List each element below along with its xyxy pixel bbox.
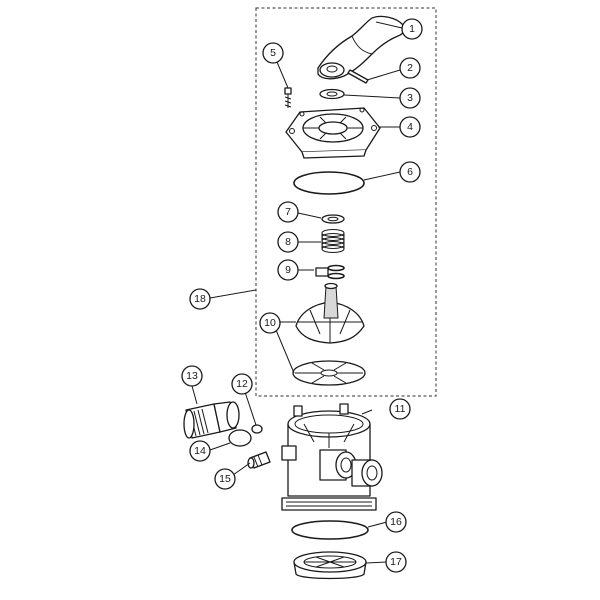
part-cover bbox=[285, 107, 381, 159]
part-base-oring bbox=[291, 520, 369, 540]
part-large-oring bbox=[293, 171, 365, 195]
callout-16-label: 16 bbox=[390, 516, 402, 528]
callout-17-label: 17 bbox=[390, 556, 402, 568]
part-drain-plug bbox=[247, 451, 271, 469]
callout-9-label: 9 bbox=[285, 264, 291, 276]
callout-5-label: 5 bbox=[270, 47, 276, 59]
callout-15: 15 bbox=[214, 468, 236, 490]
callout-16: 16 bbox=[385, 511, 407, 533]
callout-8: 8 bbox=[277, 231, 299, 253]
part-small-orings bbox=[315, 264, 345, 280]
callout-12: 12 bbox=[231, 373, 253, 395]
callout-7: 7 bbox=[277, 201, 299, 223]
part-small-washer bbox=[321, 214, 345, 224]
callout-17: 17 bbox=[385, 551, 407, 573]
callout-13-label: 13 bbox=[186, 370, 198, 382]
callout-5: 5 bbox=[262, 42, 284, 64]
callout-18: 18 bbox=[189, 288, 211, 310]
callout-14: 14 bbox=[189, 440, 211, 462]
part-screw bbox=[284, 87, 292, 108]
part-pin bbox=[347, 69, 369, 84]
callout-6: 6 bbox=[399, 161, 421, 183]
callout-18-label: 18 bbox=[194, 293, 206, 305]
callout-2-label: 2 bbox=[407, 62, 413, 74]
callout-1-label: 1 bbox=[409, 23, 415, 35]
leader-lines bbox=[191, 21, 403, 564]
callout-6-label: 6 bbox=[407, 166, 413, 178]
callout-14-label: 14 bbox=[194, 445, 206, 457]
assembly-group-outline bbox=[255, 7, 437, 397]
callout-11-label: 11 bbox=[395, 403, 406, 415]
part-union-fitting bbox=[183, 401, 240, 439]
callout-8-label: 8 bbox=[285, 236, 291, 248]
callout-2: 2 bbox=[399, 57, 421, 79]
callout-12-label: 12 bbox=[236, 378, 248, 390]
callout-9: 9 bbox=[277, 259, 299, 281]
callout-11: 11 bbox=[389, 398, 411, 420]
part-rotor-gasket bbox=[292, 360, 366, 386]
callout-4-label: 4 bbox=[407, 121, 413, 133]
part-rotor bbox=[295, 282, 365, 344]
part-spring bbox=[321, 229, 345, 253]
part-small-plug bbox=[251, 424, 263, 434]
callout-13: 13 bbox=[181, 365, 203, 387]
callout-3: 3 bbox=[399, 87, 421, 109]
callout-3-label: 3 bbox=[407, 92, 413, 104]
part-washer bbox=[319, 88, 345, 100]
part-valve-body bbox=[281, 403, 383, 511]
callout-1: 1 bbox=[401, 18, 423, 40]
callout-10: 10 bbox=[259, 312, 281, 334]
callout-4: 4 bbox=[399, 116, 421, 138]
part-sight-glass bbox=[228, 429, 252, 447]
callout-15-label: 15 bbox=[219, 473, 231, 485]
part-base-diffuser bbox=[293, 551, 367, 580]
callout-7-label: 7 bbox=[285, 206, 291, 218]
callout-10-label: 10 bbox=[264, 317, 276, 329]
